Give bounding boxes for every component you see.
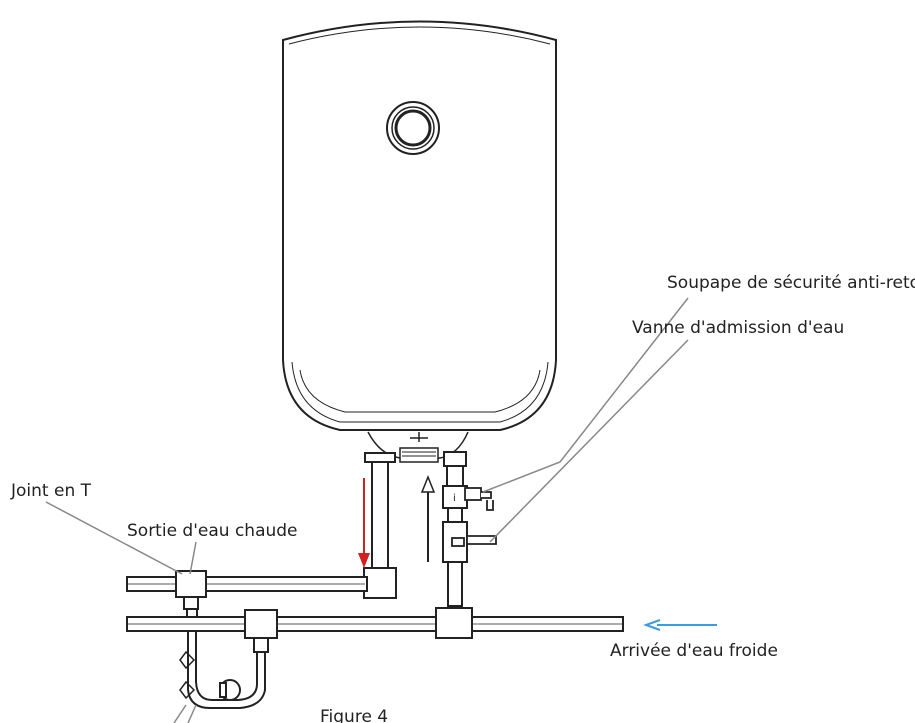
label-safety-valve: Soupape de sécurité anti-retour bbox=[667, 273, 915, 293]
figure-caption: Figure 4 bbox=[320, 707, 388, 723]
label-hot-outlet: Sortie d'eau chaude bbox=[127, 521, 298, 541]
label-tee-joint: Joint en T bbox=[10, 481, 92, 501]
hot-water-main-pipe bbox=[126, 576, 368, 592]
hot-water-flow-arrow bbox=[358, 478, 370, 568]
drain-bypass-assembly bbox=[179, 608, 278, 709]
leader-lines bbox=[45, 297, 689, 723]
svg-text:i: i bbox=[453, 493, 456, 504]
water-heater-tank bbox=[282, 20, 557, 431]
inlet-valve-lever bbox=[451, 535, 497, 547]
thermostat-dial bbox=[386, 101, 440, 155]
cold-water-main-pipe bbox=[126, 607, 624, 639]
cold-inlet-up-arrow bbox=[420, 474, 436, 562]
label-inlet-valve: Vanne d'admission d'eau bbox=[632, 318, 844, 338]
cold-inlet-assembly bbox=[442, 451, 468, 607]
tee-joint-fitting bbox=[175, 570, 207, 610]
cold-water-flow-arrow bbox=[643, 619, 717, 631]
safety-valve: i bbox=[453, 487, 494, 511]
hot-outlet-pipe bbox=[363, 452, 397, 599]
label-cold-inlet: Arrivée d'eau froide bbox=[610, 641, 778, 661]
